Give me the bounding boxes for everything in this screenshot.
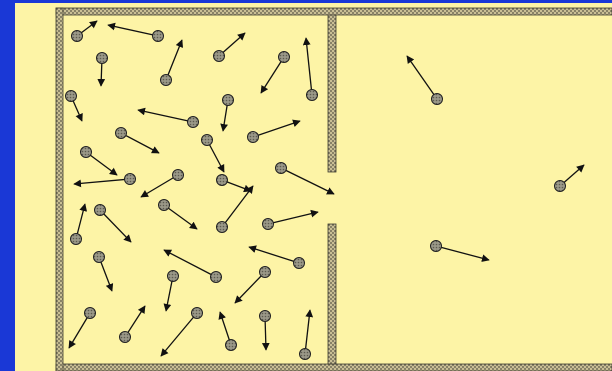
gas-particle: [188, 117, 199, 128]
gas-particle: [432, 94, 443, 105]
gas-particle: [217, 175, 228, 186]
gas-particle: [226, 340, 237, 351]
partition-upper: [328, 15, 336, 172]
gas-particle: [153, 31, 164, 42]
gas-particle: [276, 163, 287, 174]
gas-particle: [431, 241, 442, 252]
gas-particle: [211, 272, 222, 283]
gas-particle: [555, 181, 566, 192]
gas-particle: [223, 95, 234, 106]
gas-particle: [159, 200, 170, 211]
gas-particle: [300, 349, 311, 360]
gas-particle: [202, 135, 213, 146]
gas-particle: [260, 311, 271, 322]
top-wall: [56, 8, 612, 15]
gas-particle: [94, 252, 105, 263]
gas-particle: [173, 170, 184, 181]
gas-particle: [263, 219, 274, 230]
gas-particle: [120, 332, 131, 343]
gas-particle: [307, 90, 318, 101]
gas-particle: [85, 308, 96, 319]
gas-particle: [81, 147, 92, 158]
gas-particle: [214, 51, 225, 62]
gas-particle: [294, 258, 305, 269]
gas-particle: [97, 53, 108, 64]
gas-particle: [116, 128, 127, 139]
gas-particle: [125, 174, 136, 185]
bottom-wall: [56, 364, 612, 371]
gas-particle: [248, 132, 259, 143]
gas-particle: [95, 205, 106, 216]
gas-particle: [217, 222, 228, 233]
gas-particle: [260, 267, 271, 278]
gas-particle: [71, 234, 82, 245]
left-wall: [56, 8, 63, 371]
gas-particle: [192, 308, 203, 319]
gas-particle: [168, 271, 179, 282]
gas-particle: [279, 52, 290, 63]
gas-particle: [161, 75, 172, 86]
partition-lower: [328, 224, 336, 364]
gas-particle: [66, 91, 77, 102]
gas-particle: [72, 31, 83, 42]
